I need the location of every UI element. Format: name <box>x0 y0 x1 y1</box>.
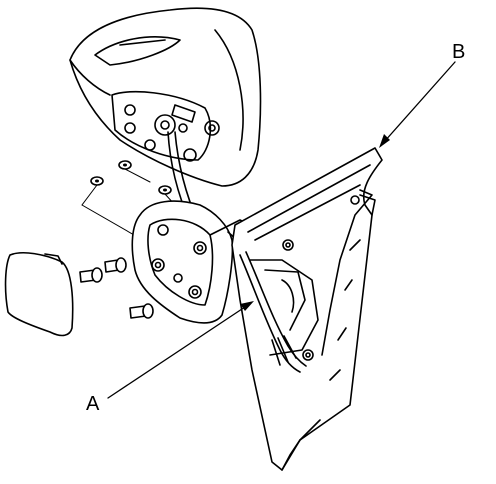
callout-b: B <box>379 41 465 148</box>
screw-3 <box>129 303 154 319</box>
screws <box>79 257 154 319</box>
screw-1 <box>79 267 103 283</box>
label-b: B <box>452 41 465 63</box>
cover-panel <box>4 252 74 337</box>
screw-2 <box>104 257 127 273</box>
label-a: A <box>86 393 100 415</box>
washers <box>90 160 172 195</box>
mirror-base <box>231 147 383 471</box>
callout-a: A <box>86 301 254 415</box>
